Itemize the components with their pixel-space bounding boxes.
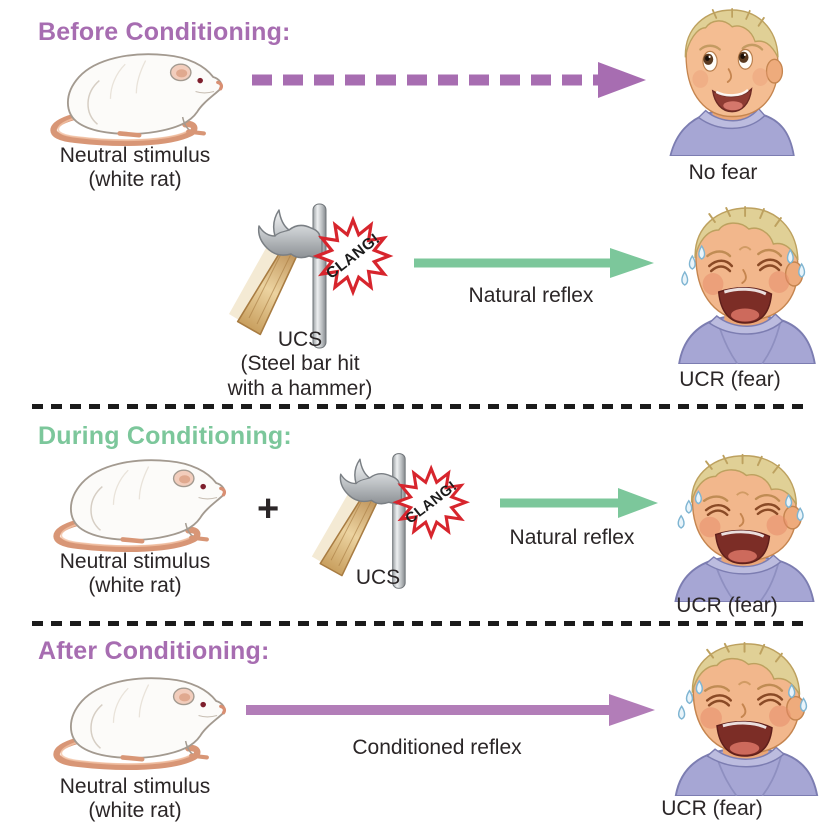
dashed-arrow — [252, 62, 646, 98]
section-divider-1 — [32, 404, 804, 409]
natural-reflex-label-during: Natural reflex — [509, 526, 635, 549]
before-conditioning-heading: Before Conditioning: — [38, 18, 291, 46]
neutral-stimulus-label-after: Neutral stimulus (white rat) — [59, 775, 211, 823]
baby-ucr-before — [677, 205, 817, 364]
ucr-label-during: UCR (fear) — [676, 594, 778, 617]
ucs-hammer-during: CLANG! — [310, 452, 468, 590]
after-conditioning-heading: After Conditioning: — [38, 637, 270, 665]
rat-during — [45, 452, 230, 554]
section-divider-2 — [32, 621, 804, 626]
rat-after — [45, 670, 230, 772]
conditioned-reflex-arrow — [246, 694, 655, 726]
natural-reflex-arrow-during — [500, 488, 658, 518]
neutral-stimulus-label-during: Neutral stimulus (white rat) — [59, 550, 211, 598]
natural-reflex-label-before: Natural reflex — [468, 284, 594, 307]
rat-before — [42, 46, 227, 148]
no-fear-label: No fear — [688, 161, 758, 184]
ucr-label-before: UCR (fear) — [679, 368, 781, 391]
baby-no-fear — [669, 8, 796, 156]
baby-ucr-during — [673, 453, 816, 602]
conditioned-reflex-label: Conditioned reflex — [352, 736, 522, 759]
during-conditioning-heading: During Conditioning: — [38, 422, 292, 450]
ucs-label-before: UCS (Steel bar hit with a hammer) — [227, 328, 373, 400]
plus-icon: + — [257, 488, 280, 530]
neutral-stimulus-label-before: Neutral stimulus (white rat) — [59, 144, 211, 192]
ucs-label-during: UCS — [355, 566, 401, 589]
baby-ucr-after — [674, 641, 819, 796]
ucr-label-after: UCR (fear) — [661, 797, 763, 820]
ucs-hammer-before: CLANG! — [227, 202, 391, 350]
natural-reflex-arrow-before — [414, 248, 654, 278]
